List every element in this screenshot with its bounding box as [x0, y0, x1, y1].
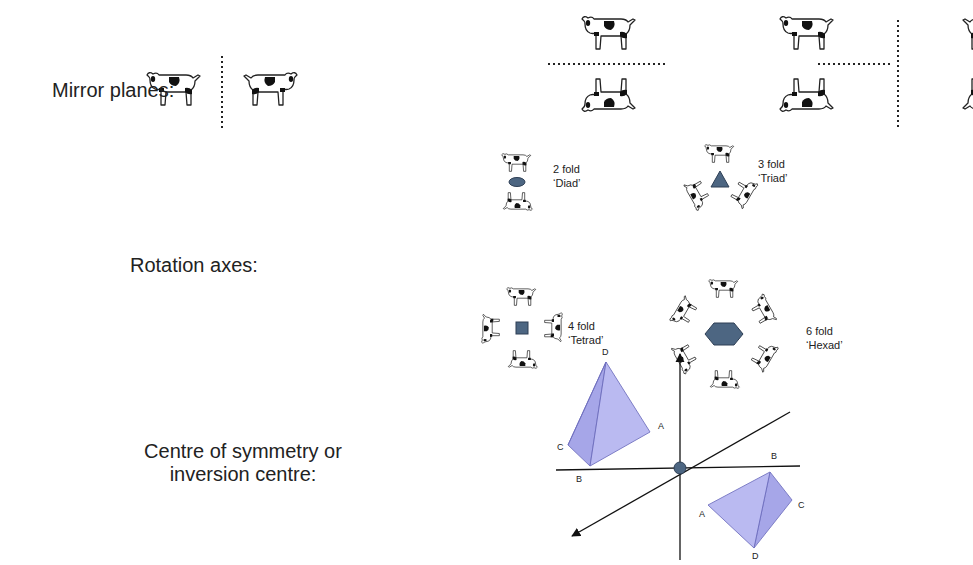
cow-figure — [502, 154, 531, 172]
cow-figure — [780, 79, 833, 111]
axis-label: ‘Diad’ — [553, 177, 581, 190]
axis — [679, 354, 680, 560]
cow-figure — [669, 295, 699, 329]
hexad-symbol — [705, 323, 743, 345]
cow-figure — [482, 314, 500, 343]
axis-label: ‘Triad’ — [758, 172, 788, 185]
cow-figure — [963, 79, 973, 111]
cow-figure — [508, 351, 537, 369]
mirror-plane — [221, 56, 223, 128]
cow-figure — [749, 339, 779, 373]
vertex-letter: A — [657, 421, 665, 431]
axis-label: 6 fold — [806, 325, 833, 338]
cow-figure — [709, 280, 738, 298]
cow-figure — [244, 73, 297, 105]
axis-label: 4 fold — [568, 320, 595, 333]
vertex-letter: A — [698, 509, 706, 519]
axis — [572, 412, 790, 536]
cow-figure — [670, 340, 700, 374]
cow-figure — [507, 288, 536, 306]
axis-label: 2 fold — [553, 163, 580, 176]
triad-symbol — [711, 171, 729, 187]
row-heading: Rotation axes: — [130, 254, 258, 277]
cow-figure — [963, 17, 973, 49]
row-heading: Mirror planes: — [52, 79, 174, 102]
vertex-letter: C — [797, 500, 806, 510]
cow-figure — [582, 17, 635, 49]
axis-label: ‘Hexad’ — [806, 339, 843, 352]
vertex-letter: C — [556, 442, 565, 452]
mirror-plane — [897, 20, 899, 130]
vertex-letter: D — [601, 347, 610, 357]
cow-figure — [780, 17, 833, 49]
vertex-letter: B — [770, 451, 778, 461]
cow-figure — [503, 193, 532, 211]
axis-label: 3 fold — [758, 158, 785, 171]
vertex-letter: D — [751, 551, 760, 561]
vertex-letter: B — [575, 474, 583, 484]
mirror-plane — [818, 63, 890, 65]
cow-figure — [728, 175, 758, 209]
tetrad-symbol — [516, 322, 528, 334]
row-heading: Centre of symmetry or inversion centre: — [128, 440, 358, 486]
cow-figure — [545, 313, 563, 342]
cow-figure — [682, 177, 712, 211]
inversion-centre — [674, 462, 686, 474]
cow-figure — [705, 145, 734, 163]
cow-figure — [710, 371, 739, 389]
tetrahedron — [708, 472, 770, 548]
diad-symbol — [509, 178, 525, 187]
axis-label: ‘Tetrad’ — [568, 334, 603, 347]
cow-figure — [582, 79, 635, 111]
cow-figure — [748, 293, 778, 327]
mirror-plane — [548, 63, 668, 65]
